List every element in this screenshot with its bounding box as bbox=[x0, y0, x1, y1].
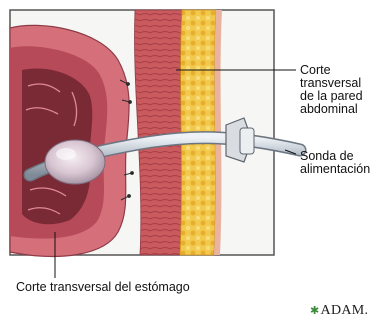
abdominal-wall-label-line-4: abdominal bbox=[300, 103, 363, 116]
feeding-tube-label: Sonda de alimentación bbox=[300, 150, 370, 176]
internal-balloon bbox=[45, 140, 105, 184]
adam-logo: ✱ADAM. bbox=[310, 303, 368, 319]
balloon-highlight bbox=[56, 148, 76, 160]
abdominal-wall-label: Corte transversal de la pared abdominal bbox=[300, 64, 363, 116]
adam-logo-text: ADAM. bbox=[321, 303, 369, 318]
feeding-tube-label-line-2: alimentación bbox=[300, 163, 370, 176]
adam-star-icon: ✱ bbox=[310, 305, 320, 317]
stomach-label: Corte transversal del estómago bbox=[16, 281, 190, 294]
